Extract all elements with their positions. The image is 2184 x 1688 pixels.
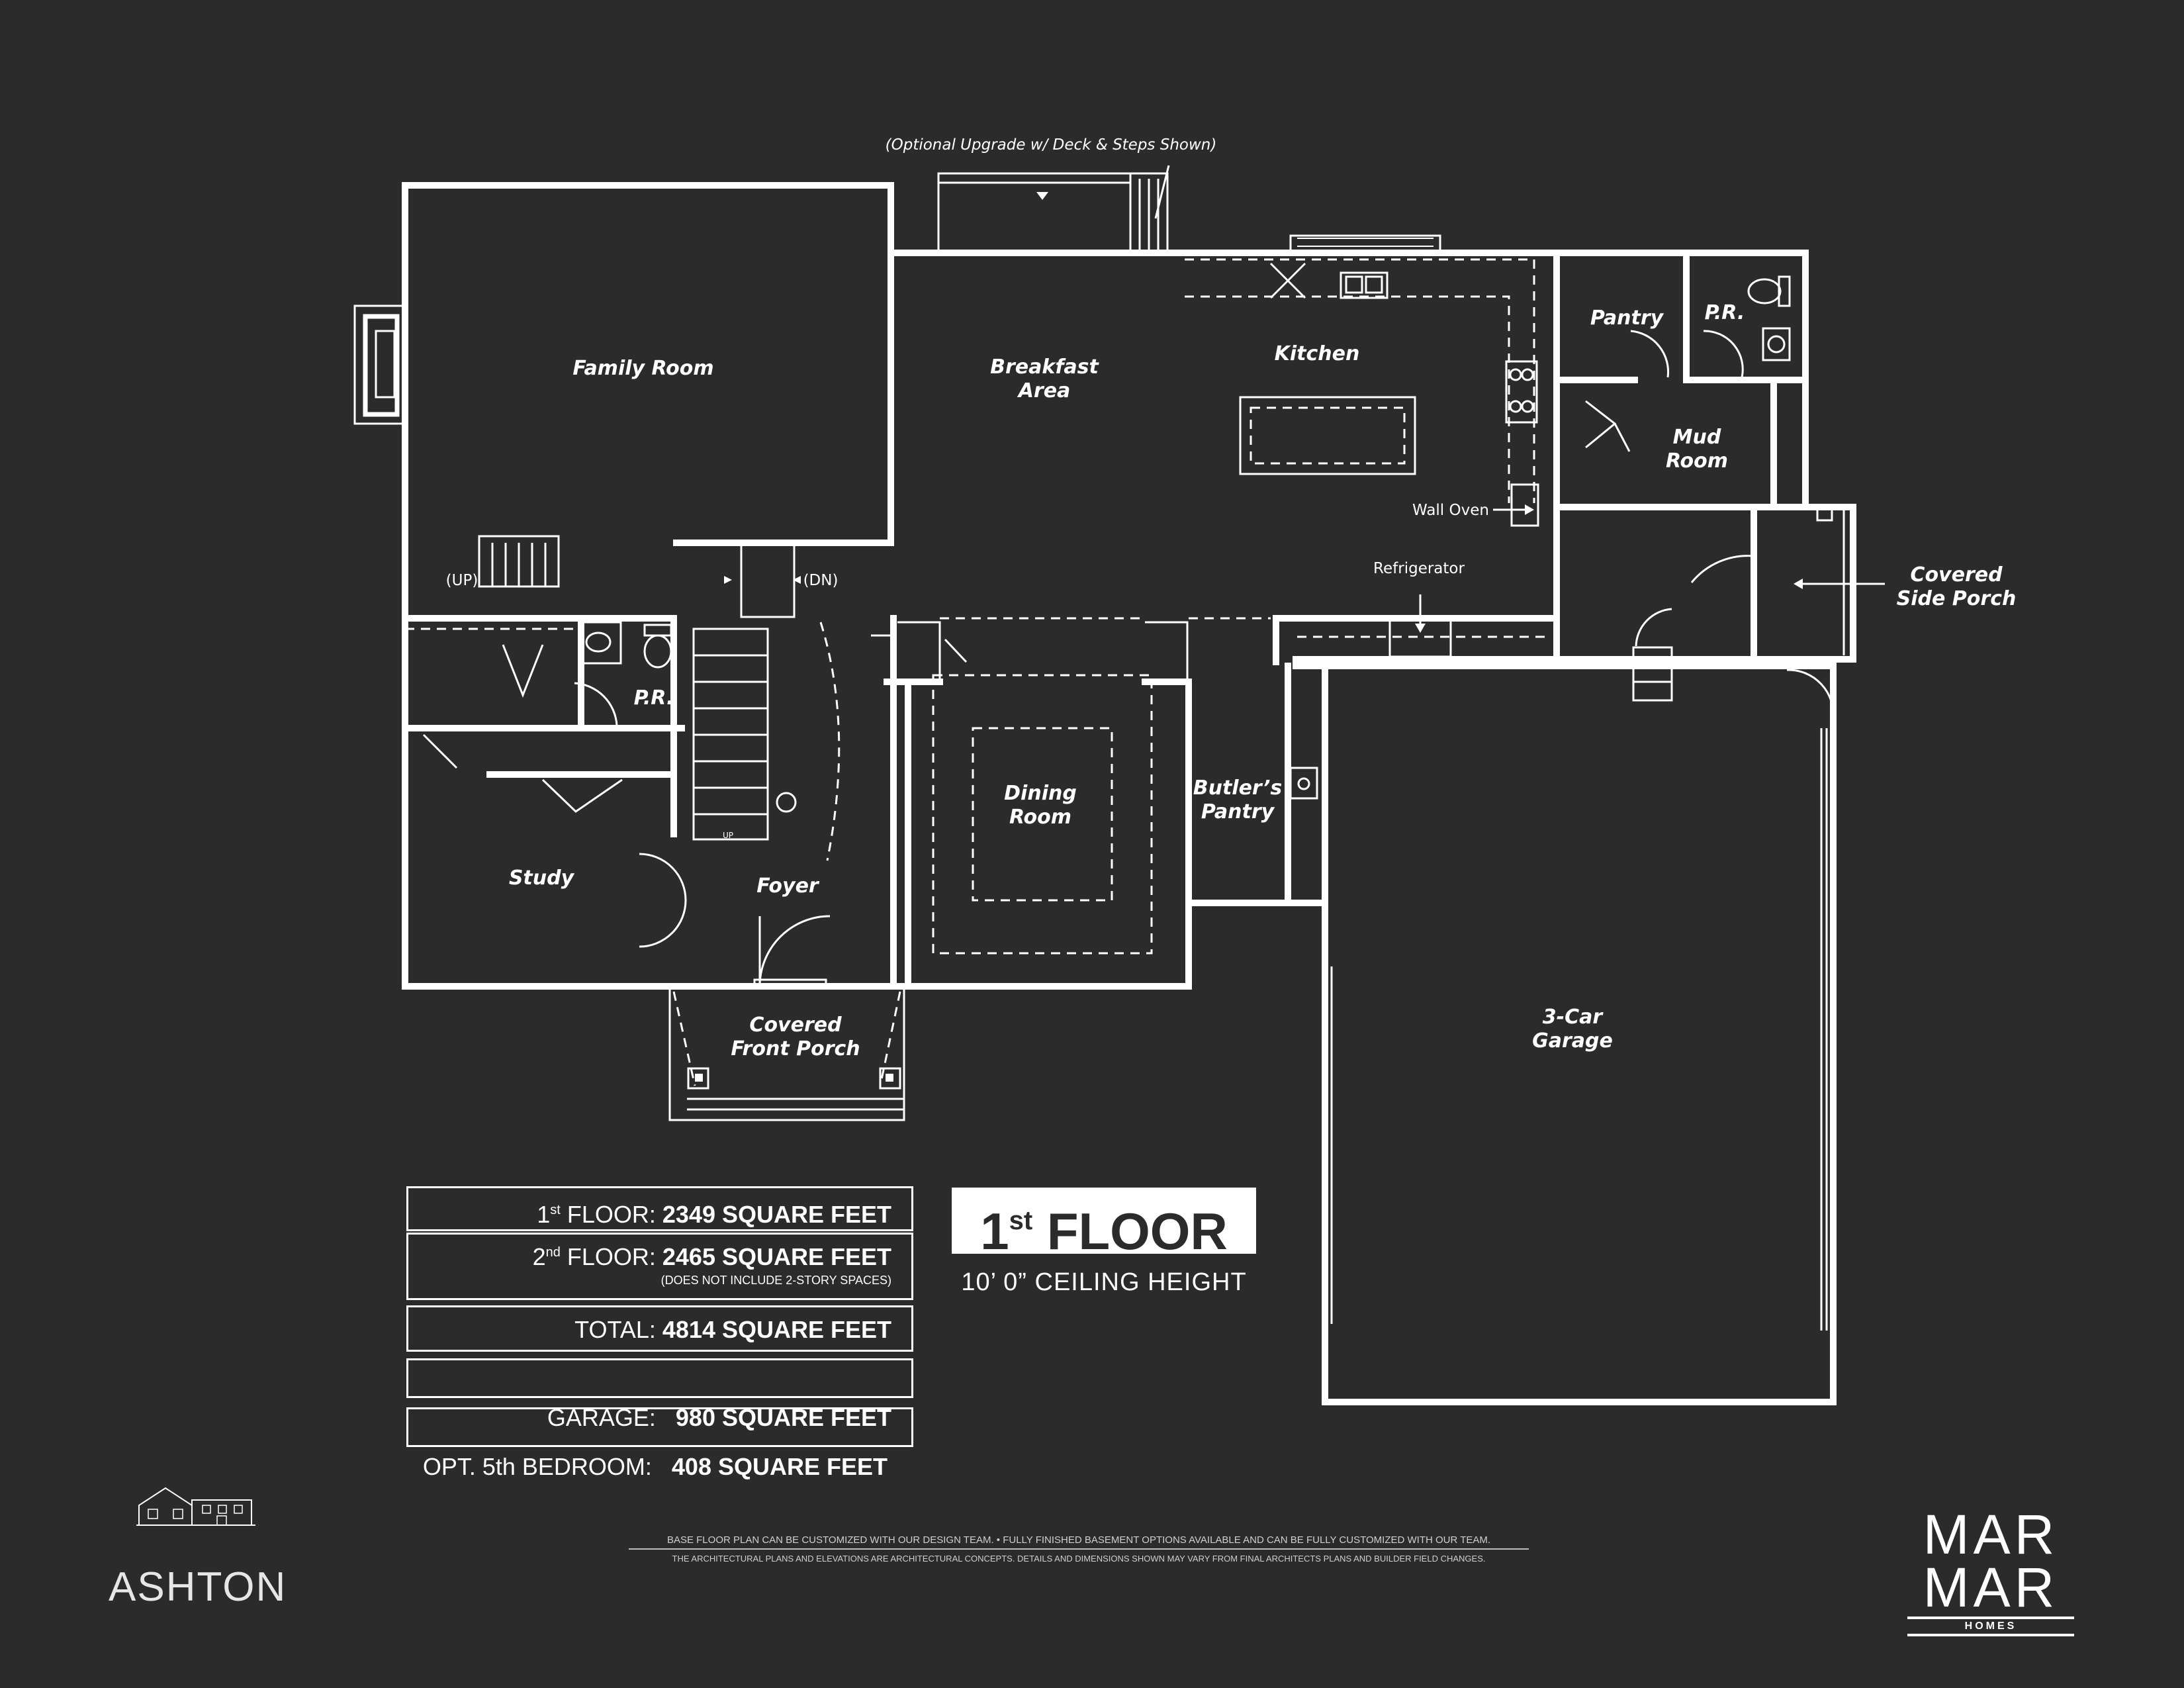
label-breakfast-line2: Area — [1017, 379, 1071, 402]
label-refrigerator: Refrigerator — [1373, 560, 1465, 577]
windows — [402, 182, 1809, 1405]
label-pr-center: P.R. — [634, 686, 674, 710]
deck-note: (Optional Upgrade w/ Deck & Steps Shown) — [886, 136, 1217, 154]
sqft-first-floor: 1st FLOOR: 2349 SQUARE FEET — [406, 1186, 913, 1231]
label-dining-line1: Dining — [1004, 782, 1077, 805]
callout-arrows — [1415, 504, 1885, 633]
label-wall-oven: Wall Oven — [1412, 502, 1489, 519]
label-kitchen: Kitchen — [1275, 342, 1360, 365]
label-stair-dn: (DN) — [803, 572, 839, 589]
ceiling-height: 10’ 0” CEILING HEIGHT — [961, 1268, 1247, 1296]
sqft-total: TOTAL: 4814 SQUARE FEET — [406, 1305, 913, 1352]
marmar-logo: MAR MAR HOMES — [1898, 1503, 2083, 1636]
label-side-porch-line2: Side Porch — [1897, 587, 2017, 610]
label-butler-line2: Pantry — [1201, 800, 1275, 823]
exterior-walls — [402, 182, 1809, 990]
sqft-second-floor-note: (DOES NOT INCLUDE 2-STORY SPACES) — [660, 1274, 891, 1287]
doors — [422, 330, 1835, 987]
fireplace — [353, 305, 406, 425]
side-porch — [1751, 504, 1856, 663]
label-breakfast-line1: Breakfast — [990, 355, 1099, 379]
deck — [937, 165, 1170, 254]
label-butler-line1: Butler’s — [1193, 776, 1283, 800]
label-foyer: Foyer — [756, 874, 820, 898]
sqft-second-floor: 2nd FLOOR: 2465 SQUARE FEET (DOES NOT IN… — [406, 1233, 913, 1300]
sqft-garage: GARAGE: 980 SQUARE FEET — [406, 1358, 913, 1431]
disclaimer-line1: BASE FLOOR PLAN CAN BE CUSTOMIZED WITH O… — [629, 1534, 1529, 1550]
room-labels: (Optional Upgrade w/ Deck & Steps Shown)… — [446, 136, 2017, 1060]
label-stair-up: (UP) — [446, 572, 478, 589]
disclaimer: BASE FLOOR PLAN CAN BE CUSTOMIZED WITH O… — [596, 1534, 1562, 1564]
interior-walls — [402, 250, 1809, 990]
label-dining-line2: Room — [1009, 806, 1071, 829]
label-family-room: Family Room — [572, 357, 713, 380]
garage-walls — [1322, 663, 1837, 1405]
label-front-porch-line1: Covered — [749, 1013, 842, 1037]
house-elevation-icon — [136, 1487, 255, 1526]
label-garage-line1: 3-Car — [1543, 1006, 1604, 1029]
logo-line2: MAR — [1923, 1556, 2059, 1618]
label-mud-line2: Room — [1666, 449, 1728, 473]
label-pantry: Pantry — [1590, 306, 1664, 330]
label-side-porch-line1: Covered — [1910, 563, 2003, 586]
stairs — [478, 535, 801, 841]
fixtures — [580, 262, 1791, 989]
disclaimer-line2: THE ARCHITECTURAL PLANS AND ELEVATIONS A… — [672, 1554, 1486, 1564]
model-name: ASHTON — [109, 1564, 287, 1610]
label-pr-top: P.R. — [1705, 301, 1745, 324]
sqft-opt-bedroom: OPT. 5th BEDROOM: 408 SQUARE FEET — [406, 1407, 913, 1480]
label-stair-up-small: UP — [723, 831, 733, 840]
logo-sub: HOMES — [1907, 1617, 2074, 1636]
label-garage-line2: Garage — [1532, 1029, 1613, 1053]
label-mud-line1: Mud — [1673, 426, 1721, 449]
label-study: Study — [509, 867, 575, 890]
label-front-porch-line2: Front Porch — [731, 1037, 860, 1060]
floor-title: 1st FLOOR — [952, 1188, 1256, 1260]
logo-line1: MAR — [1923, 1503, 2059, 1566]
